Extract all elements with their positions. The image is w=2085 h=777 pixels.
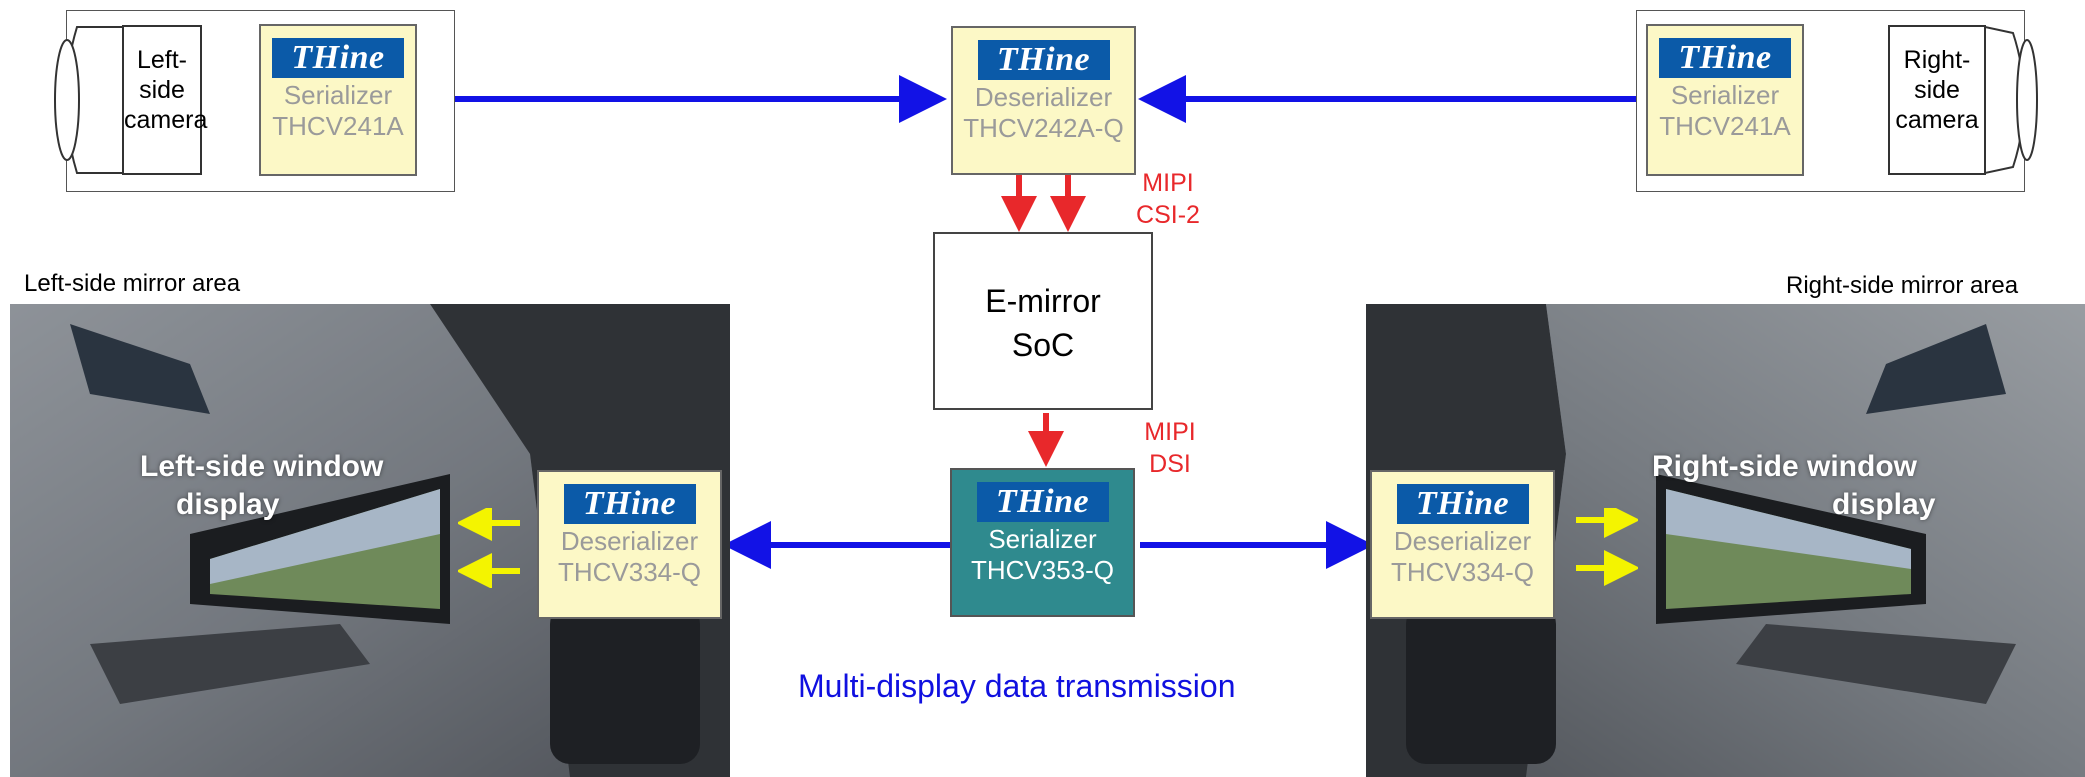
chip-part-number: THCV334-Q xyxy=(1390,557,1535,587)
right-window-display-label: Right-side window display xyxy=(1652,450,1936,521)
thine-logo: THine xyxy=(272,38,404,78)
chip-role: Serializer xyxy=(1670,80,1780,110)
chip-part-number: THCV353-Q xyxy=(970,555,1115,585)
left-display-arrows xyxy=(458,508,520,588)
thine-logo: THine xyxy=(1659,38,1791,78)
thine-logo: THine xyxy=(1396,484,1529,524)
chip-part-number: THCV241A xyxy=(1659,111,1791,141)
mipi-csi-label: MIPI CSI-2 xyxy=(1136,169,1200,229)
e-mirror-soc-box: E-mirror SoC xyxy=(933,232,1153,410)
chip-role: Deserializer xyxy=(1393,526,1532,556)
thine-logo: THine xyxy=(977,40,1110,80)
center-deserializer-chip: THine Deserializer THCV242A-Q xyxy=(951,26,1136,175)
left-window-display-label: Left-side window display xyxy=(140,450,384,521)
soc-line2: SoC xyxy=(1011,327,1075,363)
soc-line1: E-mirror xyxy=(985,283,1101,319)
chip-role: Serializer xyxy=(283,80,393,110)
chip-role: Serializer xyxy=(988,524,1097,554)
center-serializer-chip: THine Serializer THCV353-Q xyxy=(950,468,1135,617)
chip-part-number: THCV242A-Q xyxy=(963,113,1124,143)
left-deserializer-chip: THine Deserializer THCV334-Q xyxy=(537,470,722,619)
right-serializer-chip: THine Serializer THCV241A xyxy=(1646,24,1804,176)
thine-logo: THine xyxy=(563,484,696,524)
right-camera-lens-icon xyxy=(1985,25,2038,175)
multi-display-caption: Multi-display data transmission xyxy=(798,668,1236,704)
chip-role: Deserializer xyxy=(560,526,699,556)
right-camera-box: Right- side camera xyxy=(1888,25,1986,175)
right-deserializer-chip: THine Deserializer THCV334-Q xyxy=(1370,470,1555,619)
chip-role: Deserializer xyxy=(974,82,1113,112)
right-display-arrows xyxy=(1576,508,1638,586)
left-area-label: Left-side mirror area xyxy=(24,270,241,297)
thine-logo: THine xyxy=(976,482,1109,522)
mipi-dsi-label: MIPI DSI xyxy=(1144,418,1196,478)
left-camera-lens-icon xyxy=(54,26,124,174)
left-camera-box: Left- side camera xyxy=(122,25,207,175)
right-area-label: Right-side mirror area xyxy=(1786,272,2019,299)
chip-part-number: THCV241A xyxy=(272,111,404,141)
left-serializer-chip: THine Serializer THCV241A xyxy=(259,24,417,176)
right-interior-illustration xyxy=(1366,304,2085,777)
right-interior-photo xyxy=(1366,304,2085,777)
chip-part-number: THCV334-Q xyxy=(557,557,702,587)
